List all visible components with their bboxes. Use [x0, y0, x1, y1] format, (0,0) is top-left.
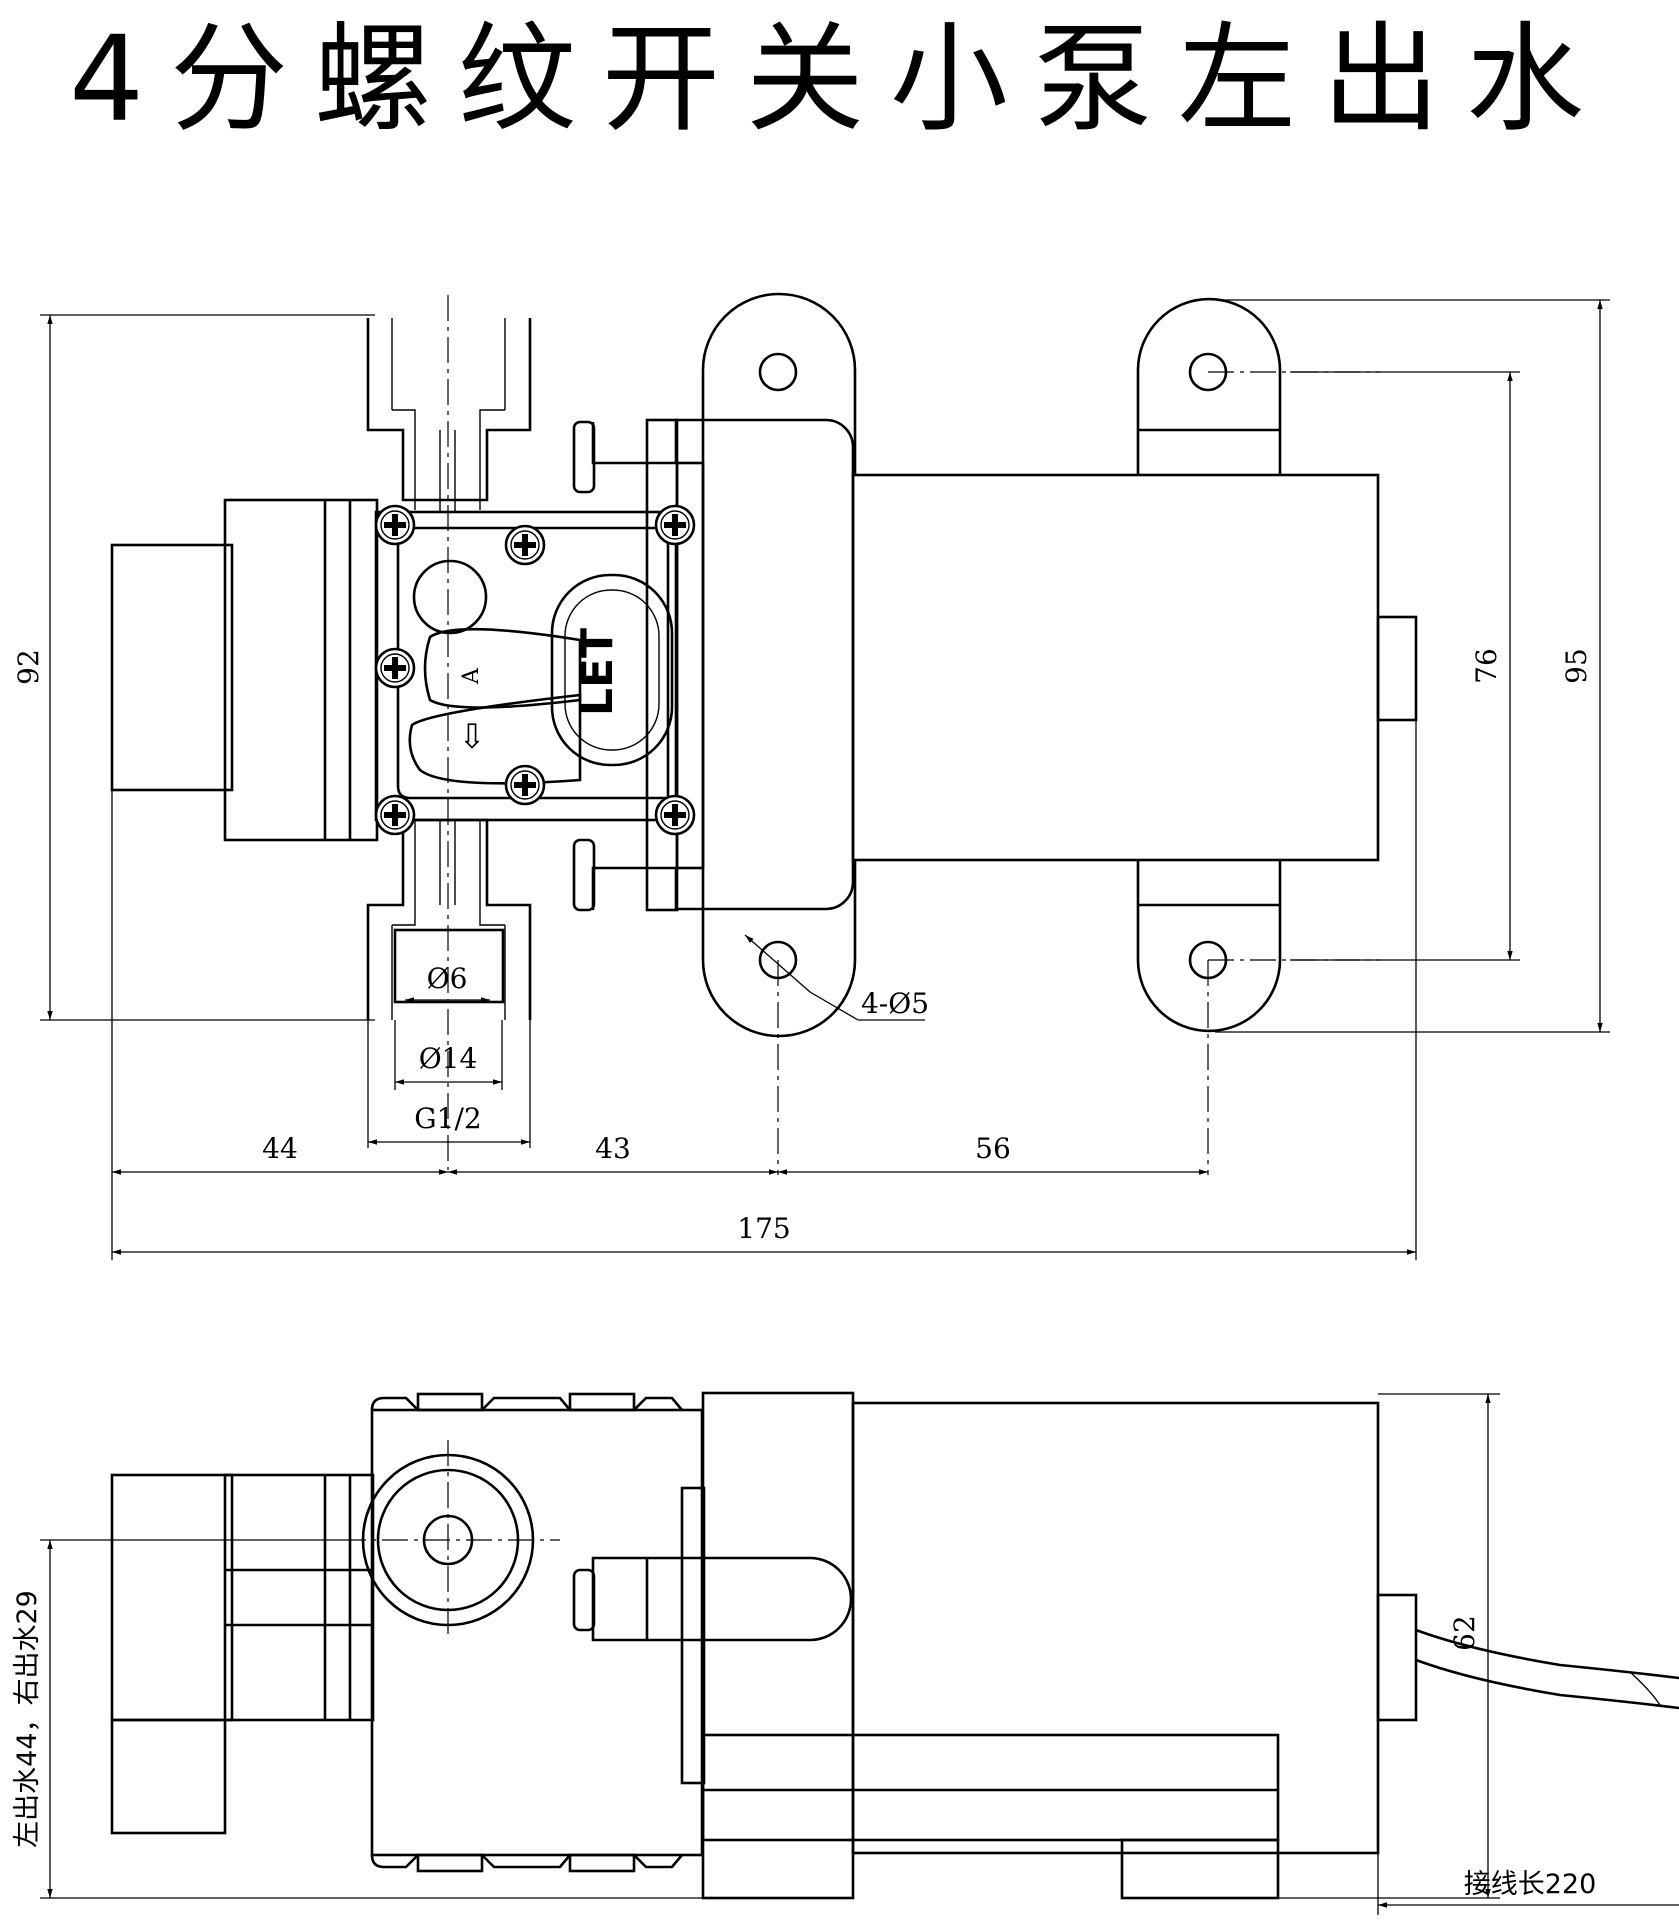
screw-icon — [654, 794, 696, 836]
valve-lever — [423, 627, 582, 709]
side-switch-outer — [110, 1473, 234, 1722]
switch-box-outer — [110, 543, 234, 792]
dim-seg-b: 43 — [595, 1132, 631, 1165]
side-top-bumps — [370, 1392, 683, 1412]
side-knob — [591, 1556, 853, 1642]
dim-wire-length: 接线长220 — [1464, 1869, 1597, 1900]
dim-overall-length: 175 — [737, 1212, 790, 1245]
dim-seg-c: 56 — [975, 1132, 1011, 1165]
motor-body — [851, 473, 1380, 862]
brand-label: LET — [572, 628, 623, 716]
side-bottom-bumps — [370, 1853, 683, 1873]
dim-outer-dia: Ø14 — [419, 1042, 478, 1075]
mount-bracket-left — [701, 292, 857, 1038]
screw-icon — [374, 504, 416, 546]
screw-icon — [654, 504, 696, 546]
side-pump-head — [370, 1408, 704, 1857]
valve-plate-inner — [396, 526, 670, 800]
side-wire — [1415, 1628, 1679, 1680]
pump-head — [591, 418, 855, 911]
side-switch — [223, 1473, 375, 1722]
dim-overall-height: 92 — [12, 649, 45, 685]
screw-icon — [374, 794, 416, 836]
screw-icon — [504, 764, 546, 806]
dim-inner-dia: Ø6 — [427, 962, 468, 995]
arrow-down-icon: ⇩ — [458, 717, 487, 757]
motor-end-cap — [1376, 615, 1418, 722]
side-foot-rail — [701, 1733, 1280, 1842]
dim-side-height: 62 — [1448, 1615, 1481, 1651]
side-motor — [851, 1401, 1380, 1855]
drawing-title: 4分螺纹开关小泵左出水 — [68, 10, 1611, 148]
mount-ear-right — [1136, 297, 1282, 1033]
dim-mount-height: 76 — [1470, 648, 1503, 684]
nipple-top — [366, 318, 532, 512]
screw-icon — [374, 647, 416, 689]
dim-outlet-note: 左出水44，右出水29 — [12, 1590, 43, 1848]
dim-total-height: 95 — [1560, 648, 1593, 684]
side-view: 62 左出水44，右出水29 接线长220 — [12, 1391, 1679, 1915]
side-switch-lower — [110, 1718, 227, 1835]
side-lug-top — [572, 420, 596, 494]
chamber-label: A — [459, 667, 484, 685]
valve-port — [412, 559, 488, 635]
dim-thread: G1/2 — [414, 1102, 481, 1135]
switch-box — [223, 498, 379, 842]
dim-hole-spec: 4-Ø5 — [861, 987, 929, 1020]
side-bracket — [701, 1391, 855, 1900]
side-motor-cap — [1376, 1593, 1418, 1722]
top-view: A ⇩ LET 92 76 95 — [12, 292, 1610, 1260]
nipple-bottom — [366, 818, 532, 1020]
side-foot-right — [1120, 1838, 1280, 1900]
side-lug-bottom — [572, 838, 596, 912]
brand-oval — [550, 573, 674, 767]
dim-seg-a: 44 — [262, 1132, 298, 1165]
screw-icon — [504, 524, 546, 566]
